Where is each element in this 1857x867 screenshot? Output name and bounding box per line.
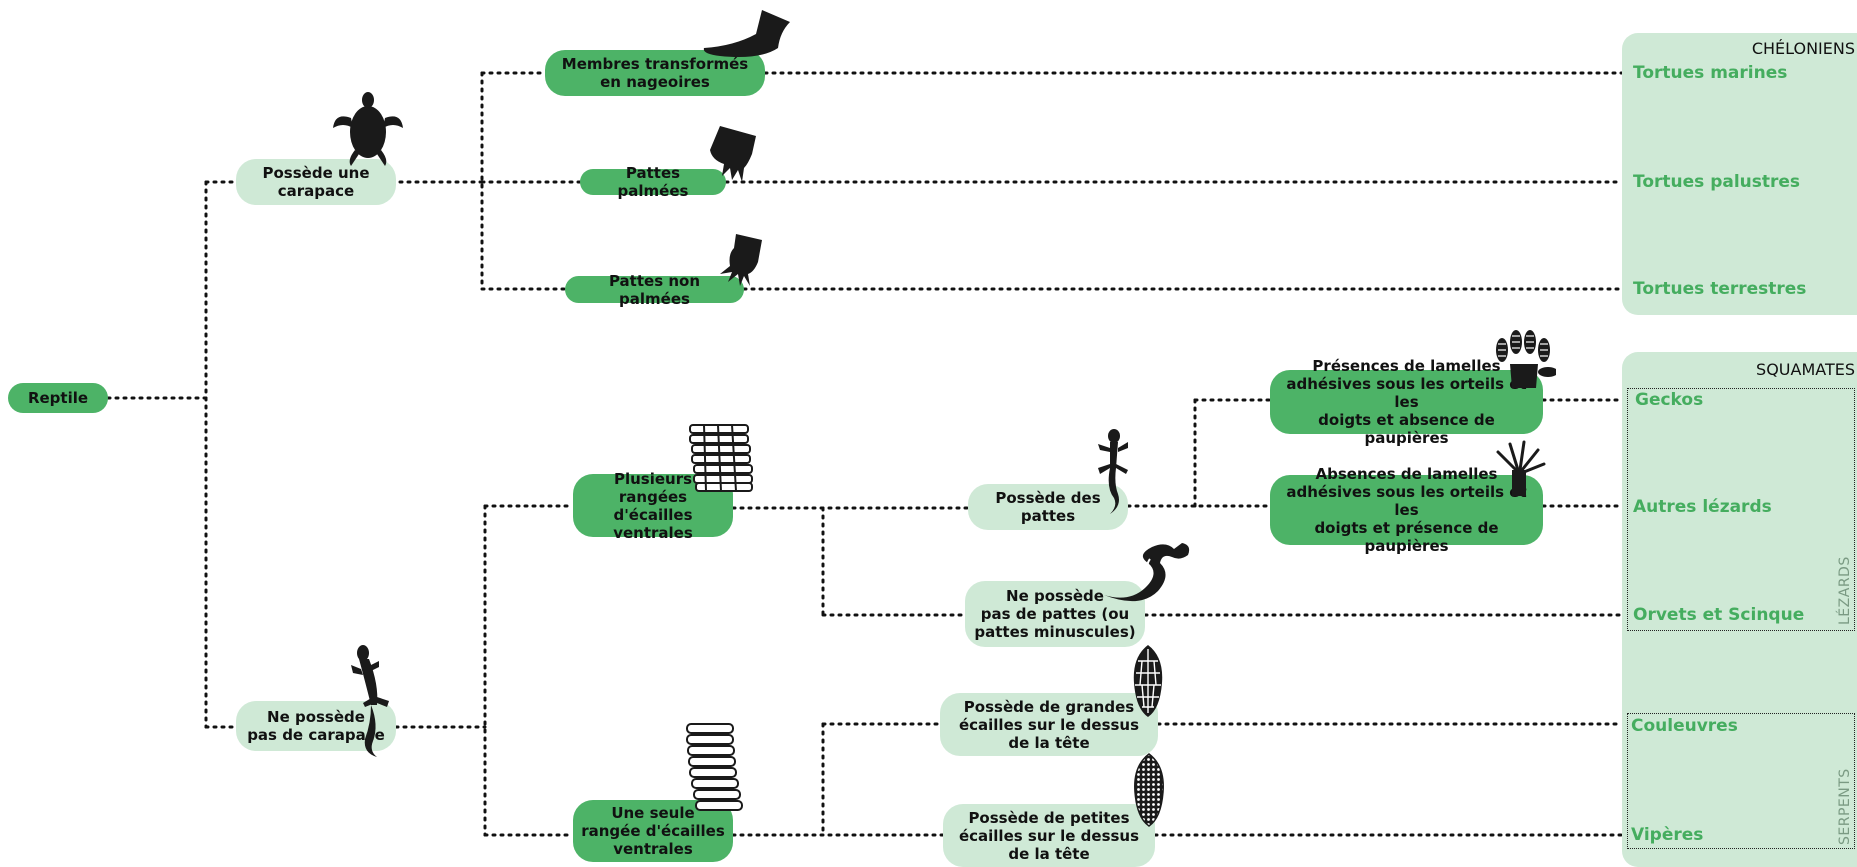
large-head-scales-icon xyxy=(1133,645,1163,717)
node-webbed-feet: Pattes palmées xyxy=(580,164,726,200)
node-lamellae-present: Présences de lamelles adhésives sous les… xyxy=(1270,357,1543,447)
leaf-land-tortoises: Tortues terrestres xyxy=(1633,279,1807,299)
node-flippers: Membres transformés en nageoires xyxy=(545,50,765,96)
group-label-snakes: SERPENTS xyxy=(1837,768,1853,845)
panel-squamates: SQUAMATES xyxy=(1622,352,1857,867)
small-head-scales-icon xyxy=(1134,753,1164,827)
leaf-vipers: Vipères xyxy=(1631,825,1704,845)
turtle-icon xyxy=(333,92,403,166)
group-lizards xyxy=(1627,388,1855,631)
gecko-foot-icon xyxy=(1496,330,1556,388)
group-label-lizards: LÉZARDS xyxy=(1837,556,1853,625)
claw-foot-icon xyxy=(720,234,762,286)
node-small-head-scales: Possède de petites écailles sur le dessu… xyxy=(943,804,1155,867)
node-has-carapace: Possède une carapace xyxy=(236,159,396,205)
leaf-pond-turtles: Tortues palustres xyxy=(1633,172,1801,192)
flipper-icon xyxy=(703,10,790,57)
leaf-colubrids: Couleuvres xyxy=(1631,716,1738,736)
group-snakes xyxy=(1627,713,1855,849)
ventral-scales-multi-icon xyxy=(689,424,753,492)
node-large-head-scales: Possède de grandes écailles sur le dessu… xyxy=(940,693,1158,756)
small-lizard-icon xyxy=(1098,429,1128,514)
leaf-sea-turtles: Tortues marines xyxy=(1633,63,1788,83)
lizard-icon xyxy=(351,645,389,757)
snake-icon xyxy=(1104,543,1190,602)
leaf-slow-worms-skinks: Orvets et Scinque xyxy=(1633,605,1805,625)
panel-title-squamates: SQUAMATES xyxy=(1756,360,1855,379)
panel-chelonians: CHÉLONIENS xyxy=(1622,33,1857,315)
panel-title-chelonians: CHÉLONIENS xyxy=(1751,39,1855,58)
webbed-foot-icon xyxy=(710,126,756,182)
ventral-scales-single-icon xyxy=(686,723,743,811)
leaf-geckos: Geckos xyxy=(1635,390,1704,410)
node-no-legs: Ne possède pas de pattes (ou pattes minu… xyxy=(965,581,1145,647)
root-reptile: Reptile xyxy=(8,383,108,413)
node-non-webbed-feet: Pattes non palmées xyxy=(565,272,744,308)
node-has-legs: Possède des pattes xyxy=(968,484,1128,530)
leaf-other-lizards: Autres lézards xyxy=(1633,497,1772,517)
lizard-foot-icon xyxy=(1496,440,1546,496)
